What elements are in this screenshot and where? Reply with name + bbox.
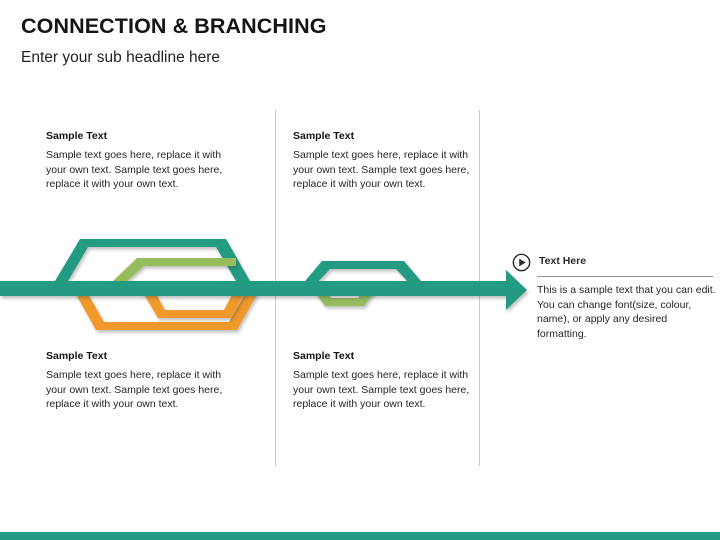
text-block-body: Sample text goes here, replace it with y…: [293, 369, 470, 411]
page-title: CONNECTION & BRANCHING: [21, 14, 327, 38]
text-block-top-right: Sample Text Sample text goes here, repla…: [293, 130, 473, 192]
play-circle-icon[interactable]: [512, 253, 531, 272]
text-block-heading: Sample Text: [293, 350, 355, 362]
text-block-body: Sample text goes here, replace it with y…: [46, 369, 223, 411]
green-trapezoid-down: [311, 287, 378, 306]
text-block-body: Sample text goes here, replace it with y…: [46, 149, 223, 191]
text-block-bottom-left: Sample Text Sample text goes here, repla…: [46, 350, 236, 412]
side-text-panel: Text Here This is a sample text that you…: [512, 252, 716, 340]
text-block-body: Sample text goes here, replace it with y…: [293, 149, 470, 191]
text-block-heading: Sample Text: [293, 130, 355, 142]
page-subtitle: Enter your sub headline here: [21, 49, 221, 66]
side-panel-divider: [537, 276, 713, 277]
side-panel-body: This is a sample text that you can edit.…: [537, 284, 716, 340]
orange-trapezoid-inner-down: [140, 287, 248, 318]
green-trapezoid-inner-up: [113, 258, 236, 281]
main-flow-arrow: [0, 270, 527, 310]
branching-diagram: [0, 239, 527, 330]
teal-trapezoid-up: [300, 261, 426, 287]
text-block-top-left: Sample Text Sample text goes here, repla…: [46, 130, 232, 192]
text-block-heading: Sample Text: [46, 130, 108, 142]
text-block-heading: Sample Text: [46, 350, 108, 362]
text-block-bottom-right: Sample Text Sample text goes here, repla…: [293, 350, 473, 412]
bottom-accent-bar: [0, 532, 720, 540]
side-panel-header: Text Here: [512, 252, 716, 274]
side-panel-title: Text Here: [539, 255, 587, 267]
